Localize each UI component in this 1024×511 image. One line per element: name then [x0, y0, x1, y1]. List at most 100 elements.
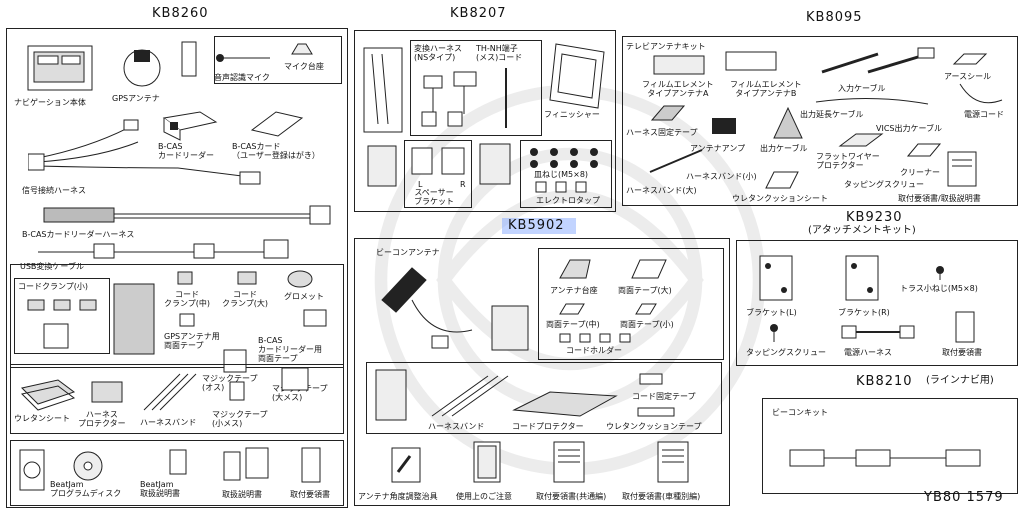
- manuals-icon: [947, 151, 977, 187]
- tv-antenna-kit-label: テレビアンテナキット: [626, 42, 706, 51]
- mic-stand-label: マイク台座: [284, 62, 324, 71]
- kb9230-frame: [736, 240, 1018, 366]
- beacon-antenna-icon: [381, 267, 473, 349]
- user-manual-icon: [223, 447, 269, 481]
- manual-common-icon: [553, 441, 585, 483]
- mic-stand-icon: [291, 43, 313, 55]
- kb8095-frame: [622, 36, 1018, 206]
- kb9230-manual-icon: [955, 311, 975, 343]
- manual-vehicle-icon: [657, 441, 689, 483]
- kb8260-mic-box: [214, 36, 342, 84]
- screw-m5-icon: [530, 148, 598, 168]
- navi-body-icon: [27, 45, 93, 91]
- bcas-harness-icon: [43, 205, 331, 225]
- cleaner-icon: [906, 143, 942, 157]
- power-cord-label: 電源コード: [964, 110, 1004, 119]
- finisher-icon: [549, 43, 605, 109]
- cord-holder-main-icon: [491, 305, 529, 351]
- spacer-bracket-label: スペーサーブラケット: [414, 188, 454, 206]
- film-a-label: フィルムエレメントタイプアンテナA: [642, 80, 714, 98]
- power-cord-icon: [959, 83, 1003, 104]
- voice-mic-label: 音声認識マイク: [214, 73, 270, 82]
- harness-band-label: ハーネスバンド: [140, 418, 197, 427]
- beacon-kit-label: ビーコンキット: [772, 408, 828, 417]
- urethane-sheet-label: ウレタンシート: [14, 414, 70, 423]
- kb8210-frame: [762, 398, 1018, 494]
- cord-clamp-mid-label: コードクランプ(中): [164, 290, 211, 308]
- cord-tape-label: コード固定テープ: [632, 392, 696, 401]
- install-manual-label: 取付要領書: [290, 490, 330, 499]
- conv-harness-label: 変換ハーネス(NSタイプ): [414, 44, 462, 62]
- beacon-antenna-label: ビーコンアンテナ: [376, 248, 440, 257]
- output-cable-label: 出力ケーブル: [760, 144, 808, 153]
- cord-clamp-large-label: コードクランプ(大): [222, 290, 269, 308]
- bcas-harness-label: B-CASカードリーダーハーネス: [22, 230, 135, 239]
- tape-small-icon: [635, 303, 657, 315]
- cord-holder-label: コードホルダー: [566, 346, 622, 355]
- usb-cable-icon: [38, 239, 289, 259]
- kb8207-code: KB8207: [450, 6, 507, 21]
- cord-protector-icon: [512, 391, 618, 417]
- cord-holder-icon: [559, 333, 631, 343]
- gps-antenna-label: GPSアンテナ: [112, 94, 160, 103]
- usage-notice-icon: [473, 441, 501, 483]
- kb5902-highlight: [502, 218, 576, 234]
- truss-screw-icon: [936, 266, 944, 280]
- truss-screw-label: トラス小ねじ(M5×8): [900, 284, 978, 293]
- kb8210-subtitle: (ラインナビ用): [926, 375, 994, 386]
- tape-small-label: 両面テープ(小): [620, 320, 674, 329]
- left-panel-icon: [363, 47, 403, 133]
- harness-band-small-icon: [649, 149, 703, 173]
- urethane-tape-icon: [637, 407, 675, 417]
- magic-tape-female-small-label: マジックテープ(小メス): [212, 410, 268, 428]
- output-ext-cable-label: 出力延長ケーブル: [800, 110, 864, 119]
- magic-tape-icons: [223, 349, 309, 401]
- tape-mid-label: 両面テープ(中): [546, 320, 600, 329]
- voice-mic-icon: [181, 41, 270, 77]
- conv-harness-icon: [421, 68, 507, 128]
- harness-protector-label: ハーネスプロテクター: [78, 410, 126, 428]
- urethane-sheet-icon: [21, 379, 76, 411]
- kb5902-tape-box: [538, 248, 724, 360]
- tapping-screw-icon: [770, 324, 778, 342]
- film-antennas-icon: [653, 51, 777, 75]
- output-ext-cable-icon: [815, 97, 929, 105]
- flat-wire-label: フラットワイヤープロテクター: [816, 152, 880, 170]
- earth-seal-label: アースシール: [944, 72, 992, 81]
- kb5902-frame: [354, 238, 730, 506]
- kb8210-code: KB8210: [856, 374, 913, 389]
- manuals-label: 取付要領書/取扱説明書: [898, 194, 981, 203]
- kb9230-tapping-screw-label: タッピングスクリュー: [746, 348, 826, 357]
- urethane-cushion-label: ウレタンクッションシート: [732, 194, 828, 203]
- kb9230-manual-label: 取付要領書: [942, 348, 982, 357]
- bcas-card-label: B-CASカード（ユーザー登録はがき）: [232, 142, 320, 160]
- kb5902-band-box: [366, 362, 722, 434]
- tape-icons: [179, 309, 327, 327]
- film-b-label: フィルムエレメントタイプアンテナB: [730, 80, 802, 98]
- kb8207-harness-box: [410, 40, 542, 136]
- kb5902-harness-band-icon: [431, 375, 509, 417]
- harness-tape-icon: [650, 105, 686, 121]
- tape-large-icon: [631, 259, 667, 279]
- install-manual-icon: [301, 447, 321, 483]
- earth-seal-icon: [952, 53, 988, 65]
- gps-antenna-icon: [123, 49, 161, 87]
- bracket-l-label: ブラケット(L): [746, 308, 797, 317]
- kb8207-frame: [354, 30, 616, 212]
- user-manual-label: 取扱説明書: [222, 490, 262, 499]
- kb5902-harness-band-label: ハーネスバンド: [428, 422, 485, 431]
- thnh-cord-label: TH-NH端子(メス)コード: [476, 44, 523, 62]
- spacer-l-label: L: [418, 180, 423, 189]
- bracket-strip-icon: [375, 369, 407, 421]
- power-harness-label: 電源ハーネス: [844, 348, 892, 357]
- usb-cable-label: USB変換ケーブル: [20, 262, 84, 271]
- signal-harness-icon: [28, 119, 261, 185]
- spacer-bracket-icon: [411, 147, 465, 175]
- kb5902-code: KB5902: [508, 218, 565, 233]
- cord-tape-icon: [639, 373, 663, 385]
- harness-tape-label: ハーネス固定テープ: [626, 128, 698, 137]
- magic-tape-male-label: マジックテープ(オス): [202, 374, 258, 392]
- input-cables-icon: [821, 47, 935, 74]
